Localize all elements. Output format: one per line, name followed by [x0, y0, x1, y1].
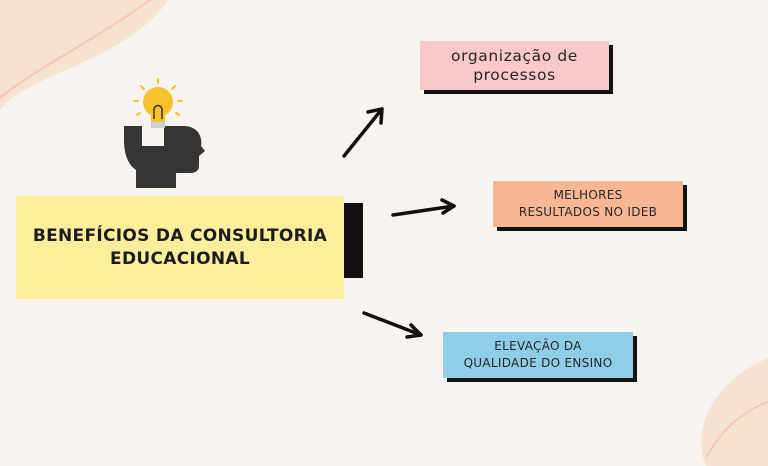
benefit-box-better-ideb-results: MELHORES RESULTADOS NO IDEB [493, 181, 683, 227]
central-topic-title: BENEFÍCIOS DA CONSULTORIA EDUCACIONAL [32, 225, 328, 269]
lightbulb-icon [133, 78, 183, 128]
benefit-label: MELHORES RESULTADOS NO IDEB [518, 188, 658, 219]
central-box-accent-bar [344, 203, 363, 278]
benefit-label: ELEVAÇÃO DA QUALIDADE DO ENSINO [463, 339, 613, 370]
corner-line-bottom-right [705, 401, 768, 459]
arrow-to-benefit-2 [391, 198, 456, 217]
arrow-to-benefit-1 [342, 107, 384, 158]
corner-blob-top-left [0, 0, 168, 110]
central-topic-box: BENEFÍCIOS DA CONSULTORIA EDUCACIONAL [16, 196, 344, 299]
benefit-box-process-organization: organização de processos [420, 41, 609, 90]
corner-line-top-left [0, 0, 151, 99]
benefit-box-teaching-quality: ELEVAÇÃO DA QUALIDADE DO ENSINO [443, 332, 633, 378]
head-icon [124, 126, 205, 188]
benefit-label: organização de processos [451, 46, 578, 84]
arrow-to-benefit-3 [362, 311, 423, 339]
